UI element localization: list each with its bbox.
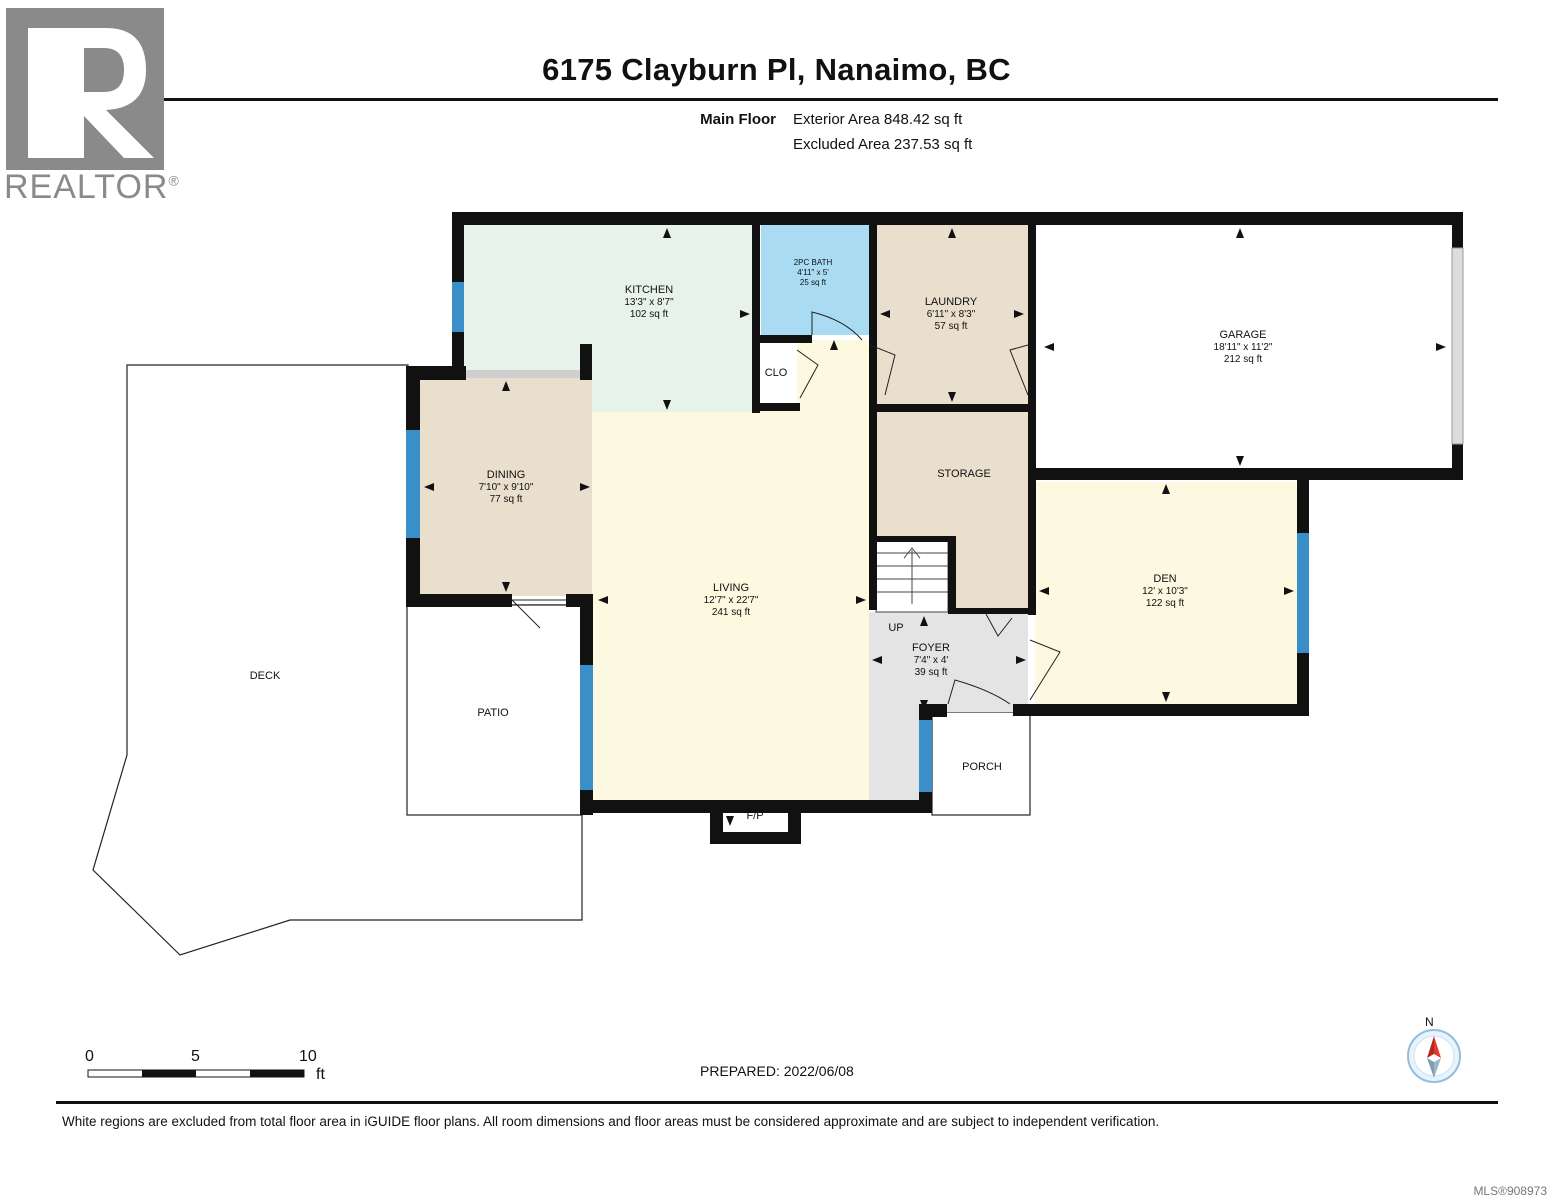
dining-dims: 7'10" x 9'10"	[479, 482, 534, 493]
dimension-arrows	[424, 228, 1446, 826]
mls-number: MLS®908973	[1473, 1184, 1547, 1198]
living-fill	[592, 340, 869, 800]
fireplace-name: F/P	[746, 810, 763, 822]
foyer-name: FOYER	[912, 642, 950, 654]
garage-door	[1451, 247, 1464, 445]
exterior-area: Exterior Area 848.42 sq ft	[793, 111, 963, 128]
bath-name: 2PC BATH	[794, 258, 833, 267]
realtor-text: REALTOR	[4, 168, 169, 206]
kitchen-dims: 13'3" x 8'7"	[624, 297, 674, 308]
page-title: 6175 Clayburn Pl, Nanaimo, BC	[542, 52, 1011, 87]
den-area: 122 sq ft	[1146, 598, 1185, 609]
kitchen-opening	[466, 370, 580, 378]
kitchen-name: KITCHEN	[625, 284, 673, 296]
garage-area: 212 sq ft	[1224, 354, 1263, 365]
living-name: LIVING	[713, 582, 749, 594]
bath-area: 25 sq ft	[800, 278, 827, 287]
doors	[511, 311, 1061, 705]
compass-label: N	[1425, 1015, 1434, 1029]
disclaimer: White regions are excluded from total fl…	[62, 1114, 1160, 1129]
prepared-date: PREPARED: 2022/06/08	[700, 1063, 854, 1079]
scale-bar	[87, 1069, 305, 1078]
scale-label-5: 5	[191, 1048, 200, 1065]
garage-dims: 18'11" x 11'2"	[1214, 342, 1273, 353]
bath-fill	[761, 225, 869, 335]
den-dims: 12' x 10'3"	[1142, 586, 1188, 597]
den-name: DEN	[1153, 573, 1176, 585]
foyer-fill	[869, 612, 1028, 800]
patio-area	[406, 604, 583, 816]
window-dining	[406, 430, 420, 538]
foyer-dims: 7'4" x 4'	[914, 655, 949, 666]
closet-name: CLO	[765, 367, 788, 379]
kitchen-area: 102 sq ft	[630, 309, 669, 320]
excluded-area: Excluded Area 237.53 sq ft	[793, 136, 973, 153]
window-kitchen	[452, 282, 464, 332]
laundry-name: LAUNDRY	[925, 296, 978, 308]
dining-name: DINING	[487, 469, 526, 481]
bath-dims: 4'11" x 5'	[797, 268, 829, 277]
stairs-label: UP	[888, 622, 903, 634]
laundry-dims: 6'11" x 8'3"	[927, 309, 976, 320]
dining-fill	[420, 378, 592, 596]
walls	[406, 212, 1463, 844]
living-area: 241 sq ft	[712, 607, 751, 618]
footer-divider	[56, 1101, 1498, 1104]
storage-name: STORAGE	[937, 468, 991, 480]
deck-name: DECK	[250, 670, 281, 682]
floor-label: Main Floor	[700, 111, 776, 128]
realtor-wordmark: REALTOR®	[4, 168, 180, 207]
foyer-area: 39 sq ft	[915, 667, 948, 678]
realtor-logo-icon	[6, 8, 164, 170]
room-labels: KITCHEN 13'3" x 8'7" 102 sq ft 2PC BATH …	[250, 258, 1273, 822]
windows	[406, 247, 1464, 792]
scale-label-0: 0	[85, 1048, 94, 1065]
stairs	[875, 539, 949, 613]
registered-mark: ®	[168, 172, 180, 189]
living-dims: 12'7" x 22'7"	[704, 595, 759, 606]
den-fill	[1035, 482, 1297, 704]
window-den	[1297, 533, 1309, 653]
porch-name: PORCH	[962, 761, 1002, 773]
laundry-fill	[876, 225, 1028, 405]
scale-label-10: 10	[299, 1048, 317, 1065]
window-foyer	[919, 720, 932, 792]
scale-unit: ft	[316, 1066, 325, 1083]
title-divider	[56, 98, 1498, 101]
compass-icon	[1407, 1029, 1461, 1083]
laundry-area: 57 sq ft	[935, 321, 968, 332]
dining-area: 77 sq ft	[490, 494, 523, 505]
patio-name: PATIO	[477, 707, 509, 719]
garage-name: GARAGE	[1219, 329, 1266, 341]
window-living	[580, 665, 593, 790]
